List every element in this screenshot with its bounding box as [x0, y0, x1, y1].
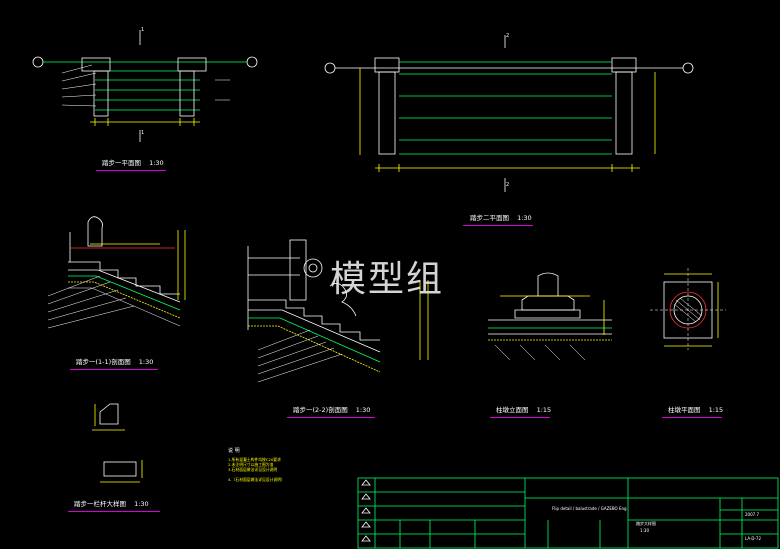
notes-line-3: 3.石材面层做法详见设计说明 [228, 467, 278, 473]
title-block-project-line: Flip detail / balustrade / GAZEBO Eng [552, 506, 627, 511]
post-elevation-title: 柱墩立面图 1:15 [496, 404, 551, 414]
post-plan-title-text: 柱墩平面图 [668, 406, 701, 414]
section1-title-text: 踏步一(1-1)剖面图 [76, 358, 131, 366]
section-mark-1-bottom: 1 [141, 130, 145, 136]
detail-title-underline [68, 511, 160, 512]
post-elevation-drawing [488, 272, 612, 361]
plan1-drawing [32, 30, 258, 142]
title-block-drawing-name: 踏步大样图 [636, 521, 656, 526]
section-mark-1-top: 1 [141, 27, 145, 33]
section2-drawing [247, 239, 429, 383]
section1-title: 踏步一(1-1)剖面图 1:30 [76, 356, 153, 366]
post-plan-title: 柱墩平面图 1:15 [668, 404, 723, 414]
detail-drawing [92, 403, 143, 483]
notes-heading: 说 明 [228, 448, 240, 454]
title-block-date: 2007.7 [745, 512, 759, 517]
section1-title-underline [70, 369, 158, 370]
title-block-scale: 1:30 [640, 528, 649, 533]
detail-title-text: 踏步一栏杆大样图 [74, 500, 126, 508]
section-mark-2-top: 2 [506, 33, 510, 39]
section-mark-2-bottom: 2 [506, 182, 510, 188]
section2-title-underline [287, 417, 375, 418]
post-plan-drawing [650, 268, 726, 350]
plan1-scale: 1:30 [149, 159, 164, 167]
post-elevation-title-text: 柱墩立面图 [496, 406, 529, 414]
plan2-scale: 1:30 [517, 214, 532, 222]
plan1-title: 踏步一平面图 1:30 [102, 157, 164, 167]
section2-title: 踏步一(2-2)剖面图 1:30 [293, 404, 370, 414]
plan2-title-text: 踏步二平面图 [470, 214, 509, 222]
notes-line-1: 1.所有混凝土构件均按C20要求 [228, 457, 281, 462]
watermark-text: 模型组 [330, 259, 445, 300]
plan2-title-underline [463, 225, 533, 226]
notes-line-2: 2.未注明尺寸以施工图为准 [228, 462, 274, 468]
post-elevation-scale: 1:15 [536, 406, 552, 414]
section1-scale: 1:30 [138, 358, 154, 366]
post-plan-title-underline [662, 417, 722, 418]
post-elevation-title-underline [490, 417, 550, 418]
plan2-drawing [324, 35, 694, 192]
plan2-title: 踏步二平面图 1:30 [470, 212, 532, 222]
notes-block: 说 明 1.所有混凝土构件均按C20要求 2.未注明尺寸以施工图为准 3.石材面… [228, 447, 285, 482]
section1-drawing [47, 216, 186, 329]
title-block-sheet: LA-D-72 [745, 536, 762, 541]
notes-line-4: 4.（石材面层做法详见设计说明） [228, 476, 285, 482]
detail-title: 踏步一栏杆大样图 1:30 [74, 498, 149, 508]
section2-scale: 1:30 [355, 406, 371, 414]
plan1-title-text: 踏步一平面图 [102, 159, 141, 167]
title-block [357, 477, 779, 549]
plan1-title-underline [96, 170, 166, 171]
section2-title-text: 踏步一(2-2)剖面图 [293, 406, 348, 414]
post-plan-scale: 1:15 [708, 406, 724, 414]
detail-scale: 1:30 [134, 500, 149, 508]
